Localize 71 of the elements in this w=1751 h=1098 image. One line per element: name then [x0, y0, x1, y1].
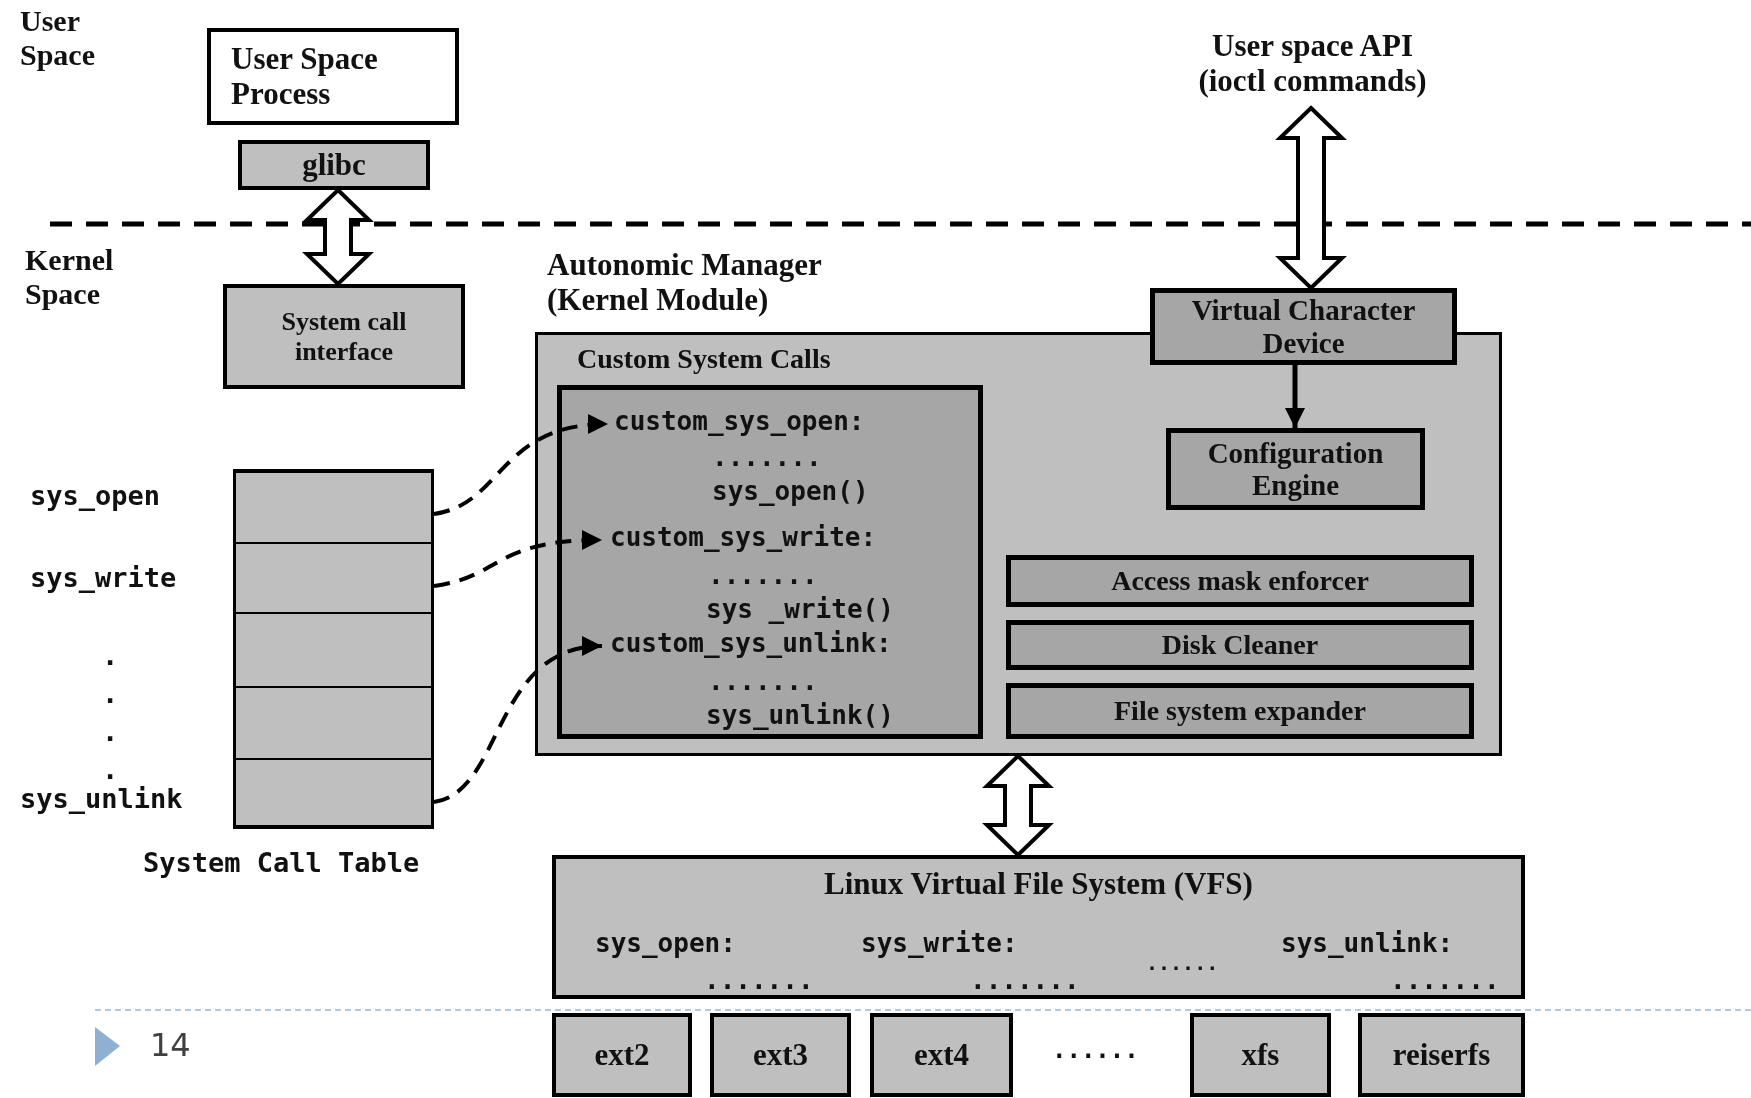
- code-text: .......: [708, 560, 818, 590]
- node-label: User Space Process: [231, 41, 379, 112]
- dashed-arrow: [433, 638, 603, 804]
- table-row: [236, 543, 431, 613]
- code-text: custom_sys_open:: [614, 406, 865, 436]
- node-label: Custom System Calls: [577, 343, 832, 375]
- dashed-arrow: [433, 530, 603, 588]
- process-box: [207, 28, 459, 125]
- node-label: Access mask enforcer: [1111, 565, 1369, 597]
- code-text: .......: [712, 442, 822, 472]
- region-label: User Space: [20, 4, 96, 72]
- region-label: Kernel Space: [25, 243, 115, 311]
- node-label: xfs: [1241, 1037, 1280, 1073]
- page-number: 14: [150, 1026, 191, 1064]
- code-text: .: [102, 716, 119, 747]
- enforcer-box: [1006, 555, 1474, 607]
- code-text: .......: [704, 965, 814, 995]
- device-box: [1150, 288, 1457, 365]
- table-row: [236, 759, 431, 826]
- node-label: Linux Virtual File System (VFS): [823, 867, 1254, 902]
- code-text: .......: [1390, 965, 1500, 995]
- node-label: Disk Cleaner: [1161, 629, 1319, 661]
- code-text: sys_open:: [595, 928, 736, 958]
- table-row: [236, 613, 431, 687]
- filesystem-box: [1358, 1013, 1525, 1097]
- library-box: [238, 140, 430, 190]
- node-label: System call interface: [280, 307, 408, 366]
- filesystem-box: [552, 1013, 692, 1097]
- node-label: User space API (ioctl commands): [1197, 29, 1428, 99]
- vfs-box: [552, 855, 1525, 999]
- code-text: custom_sys_write:: [610, 522, 877, 552]
- code-text: sys_open: [30, 480, 161, 511]
- code-text: .: [102, 754, 119, 785]
- code-text: .......: [970, 965, 1080, 995]
- code-text: .: [102, 678, 119, 709]
- expander-box: [1006, 683, 1474, 739]
- node-label: Virtual Character Device: [1190, 294, 1417, 359]
- filesystem-box: [1190, 1013, 1331, 1097]
- node-label: Autonomic Manager (Kernel Module): [547, 248, 823, 318]
- node-label: glibc: [302, 147, 366, 183]
- node-label: ext3: [752, 1037, 809, 1073]
- node-label: Configuration Engine: [1206, 436, 1385, 502]
- code-text: sys _write(): [706, 594, 894, 624]
- code-text: System Call Table: [143, 847, 420, 878]
- code-text: ......: [1146, 951, 1219, 975]
- cleaner-box: [1006, 620, 1474, 670]
- code-text: sys_open(): [712, 476, 869, 506]
- node-label: File system expander: [1114, 695, 1366, 727]
- block-arrow: [1275, 105, 1347, 291]
- node-label: reiserfs: [1392, 1037, 1491, 1073]
- interface-box: [223, 284, 465, 389]
- code-text: custom_sys_unlink:: [610, 628, 892, 658]
- code-text: .......: [708, 666, 818, 696]
- engine-box: [1166, 428, 1425, 510]
- code-text: sys_unlink: [20, 783, 183, 814]
- code-text: ......: [1052, 1036, 1139, 1064]
- block-arrow: [302, 187, 374, 287]
- arrow: [1285, 365, 1305, 428]
- filesystem-box: [710, 1013, 851, 1097]
- dashed-arrow: [433, 415, 609, 516]
- code-text: sys_unlink:: [1281, 928, 1454, 958]
- filesystem-box: [870, 1013, 1013, 1097]
- code-text: sys_write: [30, 562, 177, 593]
- node-label: ext4: [913, 1037, 970, 1073]
- code-text: sys_unlink(): [706, 700, 894, 730]
- table-row: [236, 472, 431, 543]
- node-label: ext2: [594, 1037, 650, 1073]
- block-arrow: [982, 753, 1054, 858]
- code-text: .: [102, 640, 119, 671]
- table-row: [236, 687, 431, 759]
- code-text: sys_write:: [861, 928, 1018, 958]
